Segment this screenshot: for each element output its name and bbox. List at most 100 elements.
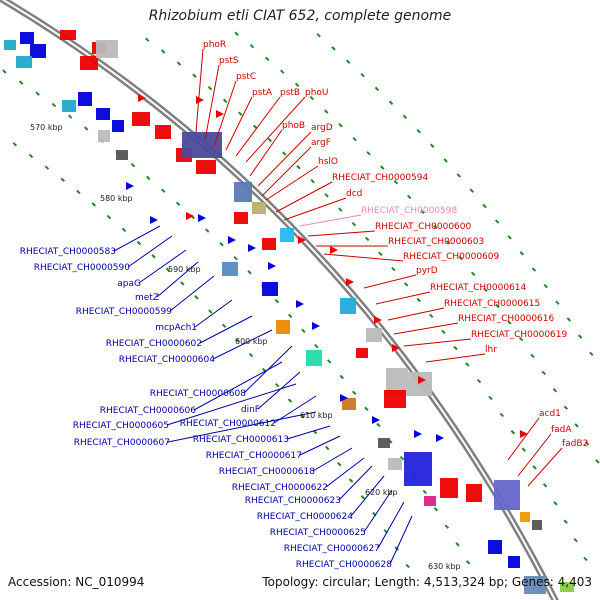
scale-tick-label: 590 kbp [168, 265, 201, 274]
grid-dot [366, 151, 371, 156]
gene-arrow [248, 244, 256, 252]
gene-label-argF: argF [311, 138, 331, 148]
grid-dot [301, 328, 306, 334]
leader-line-argF [261, 146, 312, 197]
grid-dot [235, 338, 240, 343]
gene-arrow [198, 214, 206, 222]
grid-dot [428, 313, 434, 318]
grid-dot [444, 524, 450, 529]
gene-arrow [298, 236, 306, 244]
grid-dot [274, 383, 280, 388]
gene-feature [378, 438, 390, 448]
grid-dot [465, 560, 471, 565]
scale-tick-label: 620 kbp [365, 488, 398, 497]
grid-dot [249, 44, 255, 49]
gene-feature [234, 182, 252, 202]
leader-line-RHECIAT_CH0000609 [323, 253, 404, 262]
grid-dot [589, 351, 594, 357]
gene-feature [132, 112, 150, 126]
leader-line-RHECIAT_CH0000599 [169, 275, 215, 312]
grid-dot [219, 242, 224, 247]
gene-label-fadB2: fadB2 [562, 439, 588, 449]
leader-line-phoR [195, 48, 204, 133]
grid-dot [499, 412, 505, 418]
leader-line-lhr [425, 353, 486, 363]
grid-dot [339, 374, 344, 380]
scale-tick-label: 600 kbp [235, 337, 268, 346]
grid-dot [351, 390, 357, 395]
grid-dot [563, 519, 568, 524]
gene-feature [4, 40, 16, 50]
grid-dot [391, 266, 396, 272]
gene-arrow [330, 246, 338, 254]
map-title: Rhizobium etli CIAT 652, complete genome [148, 8, 452, 24]
grid-dot [247, 270, 252, 275]
leader-line-RHECIAT_CH0000598 [299, 214, 362, 227]
gene-feature [96, 108, 110, 120]
grid-dot [360, 495, 366, 500]
gene-label-RHECIAT_CH0000615: RHECIAT_CH0000615 [444, 299, 540, 309]
leader-line-fadA [517, 433, 552, 477]
gene-label-RHECIAT_CH0000609: RHECIAT_CH0000609 [403, 252, 500, 262]
leader-line-RHECIAT_CH0000606 [193, 361, 283, 411]
gene-arrow [340, 394, 348, 402]
grid-dot [351, 221, 357, 227]
gene-feature [155, 125, 171, 139]
grid-dot [469, 188, 474, 193]
gene-label-argD: argD [311, 123, 333, 133]
scale-tick-label: 610 kbp [300, 411, 333, 420]
gene-label-RHECIAT_CH0000608: RHECIAT_CH0000608 [150, 389, 247, 399]
grid-dot [176, 61, 182, 66]
grid-dot [393, 179, 399, 185]
leader-line-argD [257, 131, 312, 187]
gene-label-RHECIAT_CH0000606: RHECIAT_CH0000606 [100, 406, 197, 416]
gene-feature [342, 398, 356, 410]
leader-line-RHECIAT_CH0000607 [167, 411, 317, 443]
gene-label-RHECIAT_CH0000598: RHECIAT_CH0000598 [361, 206, 458, 216]
leader-line-apaG [138, 249, 187, 284]
leader-line-dinF [257, 371, 301, 410]
gene-label-RHECIAT_CH0000622: RHECIAT_CH0000622 [232, 483, 328, 493]
grid-dot [194, 295, 199, 300]
grid-dot [2, 69, 7, 74]
gene-arrow [186, 212, 194, 220]
grid-dot [348, 478, 354, 483]
gene-label-lhr: lhr [485, 345, 497, 355]
grid-dot [238, 111, 243, 116]
grid-dot [18, 80, 24, 85]
grid-dot [205, 228, 210, 233]
grid-dot [430, 143, 435, 148]
grid-dot [374, 86, 380, 92]
gene-arrow [138, 94, 146, 102]
gene-feature [466, 484, 482, 502]
grid-dot [453, 345, 458, 351]
gene-feature [520, 512, 530, 522]
grid-dot [136, 240, 142, 246]
gene-arrow [126, 182, 134, 190]
grid-dot [365, 236, 370, 242]
grid-dot [252, 124, 258, 129]
gene-label-acd1: acd1 [539, 409, 561, 419]
gene-feature [62, 100, 76, 112]
grid-dot [482, 203, 487, 209]
grid-dot [378, 251, 383, 257]
gene-label-RHECIAT_CH0000614: RHECIAT_CH0000614 [430, 283, 527, 293]
gene-label-RHECIAT_CH0000624: RHECIAT_CH0000624 [257, 512, 354, 522]
leader-line-pstA [225, 96, 253, 151]
leader-line-RHECIAT_CH0000583 [113, 225, 161, 252]
gene-label-metZ: metZ [135, 293, 159, 303]
grid-dot [76, 189, 81, 195]
grid-dot [208, 309, 213, 314]
grid-dot [314, 343, 319, 349]
gene-label-pstB: pstB [280, 88, 300, 98]
gene-label-RHECIAT_CH0000605: RHECIAT_CH0000605 [73, 421, 169, 431]
leader-line-RHECIAT_CH0000612 [273, 395, 317, 424]
grid-dot [175, 201, 181, 206]
gene-feature [488, 540, 502, 554]
grid-dot [519, 251, 525, 256]
grid-dot [416, 297, 421, 303]
gene-feature [384, 390, 406, 408]
grid-dot [233, 255, 238, 261]
grid-dot [106, 214, 112, 220]
leader-line-pstC [213, 80, 237, 147]
